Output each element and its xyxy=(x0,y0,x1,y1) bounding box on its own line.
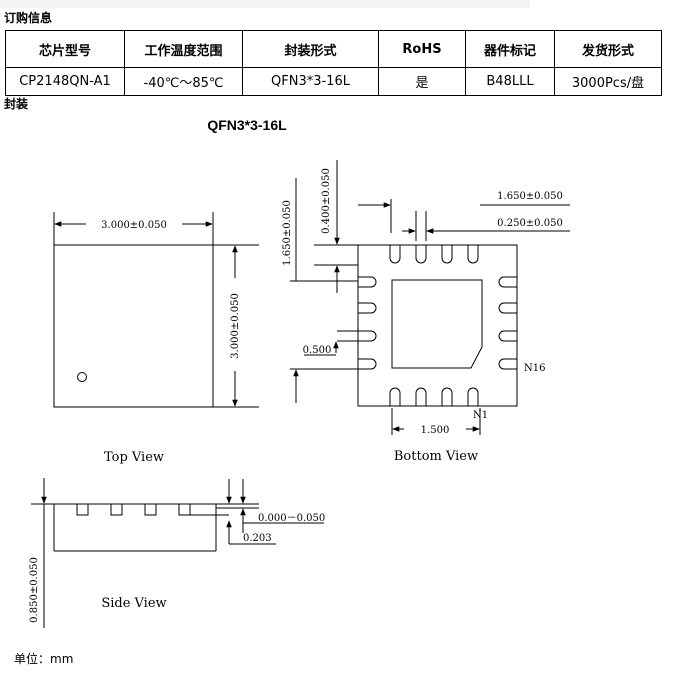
pads-top xyxy=(389,245,479,264)
side-lead xyxy=(144,503,157,516)
bottom-view: 1.650±0.050 0.250±0.050 0.400±0.050 1.65… xyxy=(282,160,570,464)
header-marking: 器件标记 xyxy=(465,30,555,68)
bottom-view-label: Bottom View xyxy=(394,449,478,464)
bottom-view-body xyxy=(357,244,518,407)
pad xyxy=(415,387,427,406)
exposed-pad xyxy=(391,279,483,369)
top-view-label: Top View xyxy=(104,450,164,465)
pin-n1-label: N1 xyxy=(473,410,488,421)
side-lead xyxy=(76,503,89,516)
side-lead-thickness-dim: 0.203 xyxy=(243,533,272,544)
order-info-table: 芯片型号 工作温度范围 封装形式 RoHS 器件标记 发货形式 CP2148QN… xyxy=(5,30,662,96)
pad xyxy=(389,387,401,406)
cell-shipping: 3000Pcs/盘 xyxy=(554,67,662,96)
pad xyxy=(389,245,401,264)
cell-temp-range: -40℃～85℃ xyxy=(124,67,243,96)
top-border-strip xyxy=(0,0,530,8)
order-info-title: 订购信息 xyxy=(4,11,53,25)
pad xyxy=(467,387,479,406)
pad xyxy=(358,330,377,342)
package-drawing-svg: QFN3*3-16L 3.000±0.050 3.000±0.050 Top V… xyxy=(14,117,570,666)
bottom-span-dim: 1.500 xyxy=(421,425,450,436)
pad xyxy=(415,245,427,264)
pad xyxy=(498,358,517,370)
pads-right xyxy=(498,276,517,370)
pad xyxy=(498,276,517,288)
cell-marking: B48LLL xyxy=(465,67,555,96)
pin-n16-label: N16 xyxy=(524,363,545,374)
cell-rohs: 是 xyxy=(378,67,466,96)
header-temp-range: 工作温度范围 xyxy=(124,30,243,68)
pad xyxy=(358,276,377,288)
pad xyxy=(441,387,453,406)
header-shipping: 发货形式 xyxy=(554,30,662,68)
table-header-row: 芯片型号 工作温度范围 封装形式 RoHS 器件标记 发货形式 xyxy=(5,30,662,68)
pad xyxy=(467,245,479,264)
package-drawing: QFN3*3-16L 3.000±0.050 3.000±0.050 Top V… xyxy=(4,113,574,667)
pad xyxy=(358,302,377,314)
pads-left xyxy=(358,276,377,370)
side-lead xyxy=(178,503,191,516)
pad xyxy=(498,302,517,314)
table-row: CP2148QN-A1 -40℃～85℃ QFN3*3-16L 是 B48LLL… xyxy=(5,67,662,96)
bottom-pitch-top-dim: 1.650±0.050 xyxy=(497,191,563,202)
package-title: 封装 xyxy=(4,97,29,111)
top-height-dim: 3.000±0.050 xyxy=(230,293,241,359)
pad xyxy=(498,330,517,342)
pads-bottom xyxy=(389,387,479,406)
side-view-label: Side View xyxy=(101,596,166,611)
bottom-lead-width-dim: 0.250±0.050 xyxy=(497,218,563,229)
cell-chip-model: CP2148QN-A1 xyxy=(5,67,125,96)
package-name: QFN3*3-16L xyxy=(207,117,287,133)
unit-note: 单位：mm xyxy=(14,651,73,666)
bottom-pad-length-dim: 0.400±0.050 xyxy=(321,168,332,234)
pad xyxy=(358,358,377,370)
side-view: 0.850±0.050 0.000－0.050 0.203 Side View xyxy=(29,478,325,628)
side-standoff-dim: 0.000－0.050 xyxy=(258,513,325,524)
header-chip-model: 芯片型号 xyxy=(5,30,125,68)
header-package: 封装形式 xyxy=(242,30,379,68)
header-rohs: RoHS xyxy=(378,30,466,68)
top-view-body xyxy=(53,244,214,408)
bottom-pitch-left-dim: 1.650±0.050 xyxy=(282,200,293,266)
cell-package: QFN3*3-16L xyxy=(242,67,379,96)
pin1-marker xyxy=(77,372,87,382)
side-height-dim: 0.850±0.050 xyxy=(29,557,40,623)
side-lead xyxy=(110,503,123,516)
bottom-pitch-dim: 0.500 xyxy=(303,345,332,356)
top-width-dim: 3.000±0.050 xyxy=(101,220,167,231)
pad xyxy=(441,245,453,264)
top-view: 3.000±0.050 3.000±0.050 Top View xyxy=(53,212,259,465)
